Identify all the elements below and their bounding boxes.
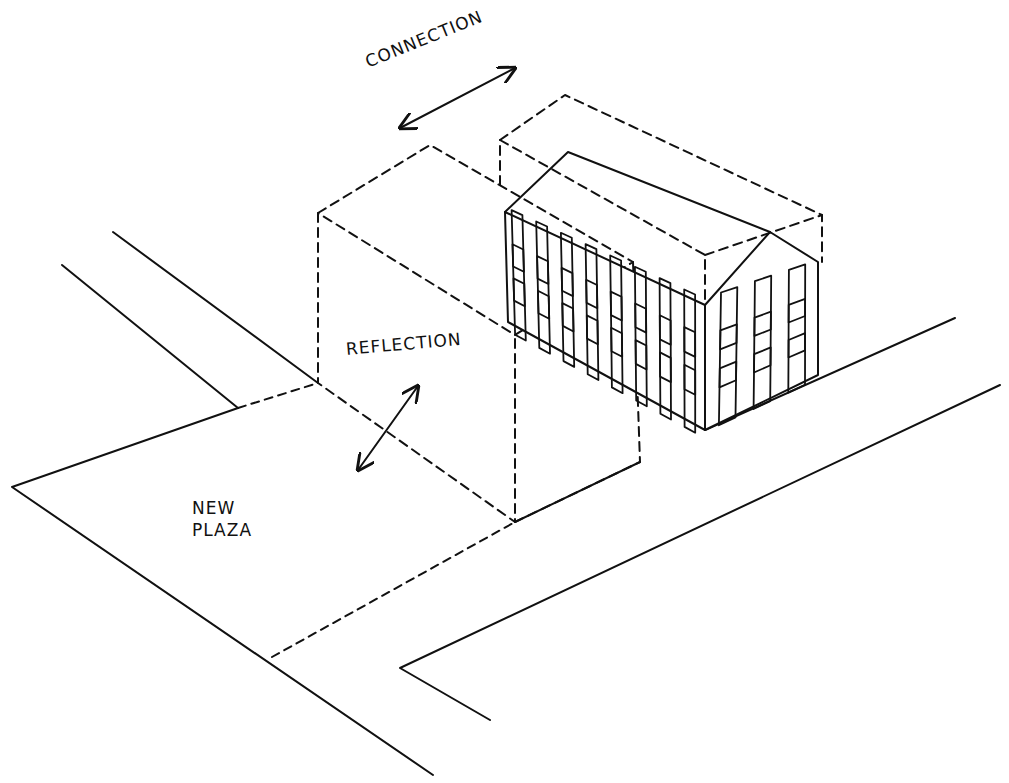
plaza-boundary bbox=[272, 522, 515, 657]
window bbox=[719, 362, 736, 426]
sketch-label: NEW PLAZA bbox=[192, 497, 272, 541]
window bbox=[720, 324, 737, 387]
street-edge bbox=[400, 385, 1000, 720]
window bbox=[684, 327, 695, 395]
window bbox=[754, 312, 771, 373]
street-edge bbox=[113, 232, 318, 383]
plaza-boundary bbox=[238, 383, 318, 408]
plaza-edge bbox=[12, 408, 433, 775]
window bbox=[789, 264, 806, 322]
window bbox=[636, 340, 647, 406]
window bbox=[660, 315, 671, 382]
window bbox=[635, 304, 646, 370]
street-edge bbox=[62, 265, 238, 408]
window bbox=[611, 292, 623, 357]
window bbox=[660, 278, 671, 345]
window bbox=[789, 299, 806, 358]
window bbox=[754, 276, 771, 336]
window bbox=[562, 303, 574, 367]
window bbox=[538, 291, 550, 354]
connection-arrow bbox=[400, 68, 515, 128]
sketch-label: REFLECTION bbox=[345, 324, 506, 360]
window bbox=[684, 290, 695, 357]
window-group bbox=[512, 210, 806, 433]
window bbox=[514, 278, 526, 340]
existing-building bbox=[505, 152, 818, 430]
window bbox=[684, 365, 695, 433]
window bbox=[587, 315, 599, 380]
window bbox=[660, 352, 671, 419]
sketch-label: CONNECTION bbox=[362, 0, 556, 72]
window bbox=[754, 347, 771, 409]
window bbox=[611, 328, 622, 393]
window bbox=[720, 287, 737, 349]
window bbox=[610, 256, 622, 321]
window bbox=[635, 267, 646, 333]
reflection-arrow bbox=[358, 386, 418, 470]
window bbox=[788, 333, 805, 392]
